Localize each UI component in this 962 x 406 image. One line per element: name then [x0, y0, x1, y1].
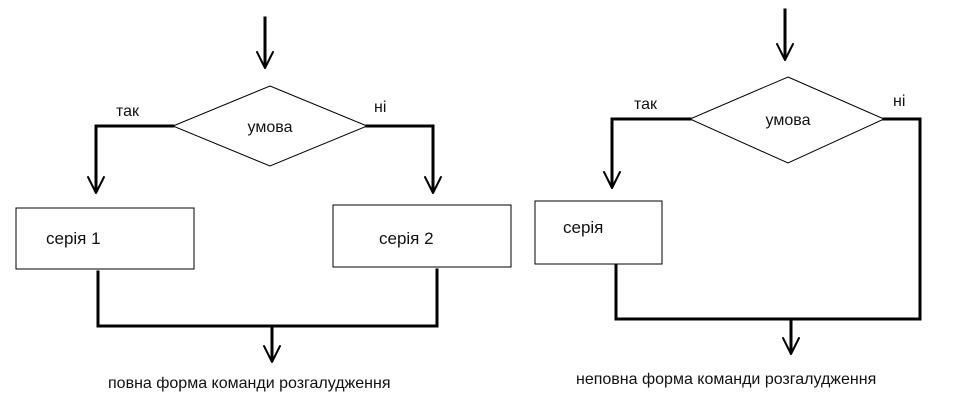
partial-entry-arrow	[776, 8, 794, 61]
full-decision-diamond	[171, 85, 369, 167]
full-no-label: ні	[374, 99, 386, 116]
partial-series-box	[534, 200, 663, 265]
full-no-branch	[365, 124, 442, 194]
partial-yes-branch	[603, 117, 692, 189]
partial-no-branch	[614, 117, 922, 321]
full-yes-branch	[87, 124, 175, 194]
full-yes-label: так	[116, 103, 140, 120]
full-merge-lines	[96, 268, 439, 363]
partial-form-caption: неповна форма команди розгалудження	[576, 371, 876, 388]
full-series-1-label: серія 1	[46, 229, 101, 248]
partial-condition-label: умова	[766, 112, 811, 129]
partial-yes-label: так	[634, 96, 658, 113]
partial-form-diagram: умова так ні серія неповна форма команди…	[534, 8, 922, 388]
partial-merge-lines	[614, 264, 800, 355]
partial-no-label: ні	[893, 93, 905, 110]
partial-series-label: серія	[563, 218, 603, 237]
full-form-diagram: умова так ні серія 1 серія 2 повна форма…	[15, 16, 512, 392]
full-condition-label: умова	[248, 119, 293, 136]
full-series-2-box	[332, 204, 512, 268]
full-series-2-label: серія 2	[379, 229, 434, 248]
full-series-1-box	[15, 207, 195, 270]
full-entry-arrow	[256, 16, 274, 69]
partial-decision-diamond	[688, 76, 886, 164]
full-form-caption: повна форма команди розгалудження	[108, 375, 391, 392]
